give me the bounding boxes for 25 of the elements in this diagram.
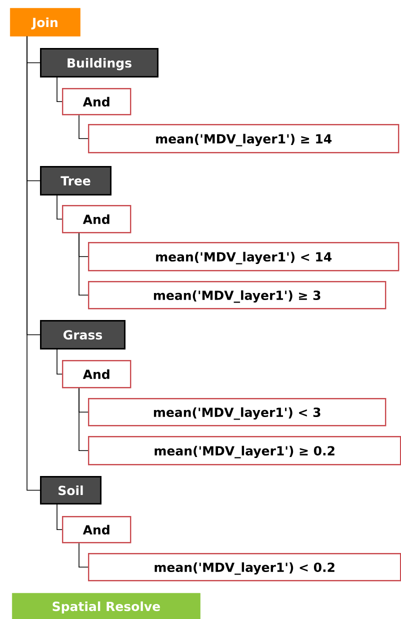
group-box: Grass xyxy=(40,320,126,350)
condition-box: mean('MDV_layer1') ≥ 0.2 xyxy=(88,436,401,466)
connector-line xyxy=(78,388,88,451)
connector-line xyxy=(78,542,88,568)
and-box: And xyxy=(62,516,132,544)
condition-box: mean('MDV_layer1') ≥ 3 xyxy=(88,281,386,310)
connector-line xyxy=(56,195,62,220)
connector-line xyxy=(56,349,62,374)
connector-line xyxy=(26,36,40,491)
condition-box: mean('MDV_layer1') < 14 xyxy=(88,242,400,272)
resolve-box: Spatial Resolve xyxy=(12,593,200,619)
group-box: Tree xyxy=(40,166,112,196)
group-box: Buildings xyxy=(40,48,158,78)
group-box: Soil xyxy=(40,476,102,504)
condition-box: mean('MDV_layer1') < 0.2 xyxy=(88,553,401,582)
condition-box: mean('MDV_layer1') ≥ 14 xyxy=(88,124,400,154)
connector-line xyxy=(78,114,88,140)
and-box: And xyxy=(62,360,132,388)
connector-line xyxy=(78,232,88,296)
and-box: And xyxy=(62,88,132,116)
connector-line xyxy=(56,504,62,530)
condition-box: mean('MDV_layer1') < 3 xyxy=(88,398,386,426)
join-box: Join xyxy=(10,8,80,36)
and-box: And xyxy=(62,205,132,234)
connector-line xyxy=(56,77,62,102)
